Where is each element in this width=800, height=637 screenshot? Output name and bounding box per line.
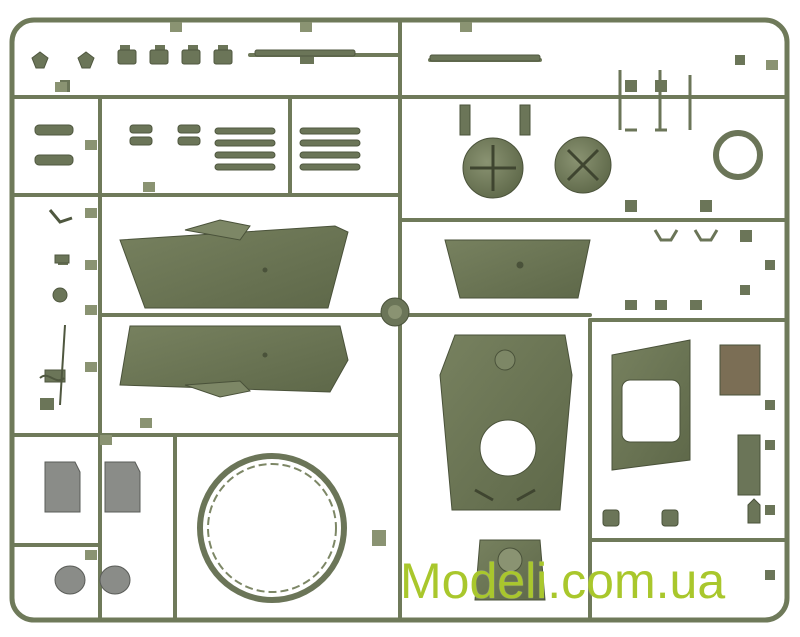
watermark-text: Modeli.com.ua	[400, 553, 726, 609]
sprue-hub	[380, 297, 410, 327]
turret-ring	[197, 453, 347, 603]
fender-box	[611, 339, 761, 496]
hull-side-plates	[119, 219, 349, 398]
small-parts-top-left	[31, 49, 541, 69]
hull-upper-plate	[439, 334, 573, 511]
engine-deck-plate	[444, 239, 591, 299]
sprue-gates	[40, 45, 775, 580]
track-links	[34, 124, 361, 171]
hatch-parts	[459, 104, 763, 199]
grey-parts	[44, 461, 141, 595]
small-parts-lower-right	[474, 498, 761, 601]
part-number-tabs	[55, 22, 778, 560]
left-fittings	[39, 209, 73, 406]
small-parts-upper-right	[618, 70, 719, 242]
